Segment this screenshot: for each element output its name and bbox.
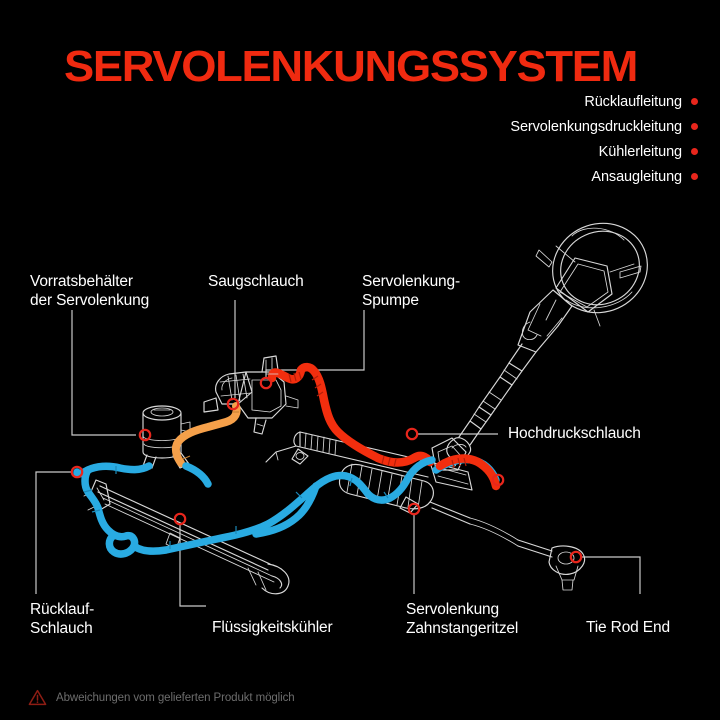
leader-fluid-cooler <box>179 525 206 607</box>
marker-tie-rod-end <box>569 550 583 564</box>
callout-high-pressure-hose: Hochdruckschlauch <box>508 425 641 442</box>
page-title: SERVOLENKUNGSSYSTEM <box>64 42 638 91</box>
legend-item-suction-line: Ansaugleitung <box>278 165 698 188</box>
marker-return-hose <box>70 465 84 479</box>
footer-disclaimer: Abweichungen vom gelieferten Produkt mög… <box>28 689 295 706</box>
footer-text: Abweichungen vom gelieferten Produkt mög… <box>56 691 295 704</box>
callout-rack-pinion: Servolenkung Zahnstangeritzel <box>406 601 519 637</box>
legend-item-label: Rücklaufleitung <box>584 93 682 110</box>
legend-dot-icon <box>691 173 698 180</box>
legend-dot-icon <box>691 123 698 130</box>
callout-reservoir: Vorratsbehälter der Servolenkung <box>30 273 150 309</box>
warning-triangle-icon <box>28 689 47 706</box>
marker-rack-pinion <box>407 502 421 516</box>
callout-tie-rod-end: Tie Rod End <box>586 619 670 636</box>
high-pressure-hose-red <box>265 362 435 468</box>
callout-fluid-cooler: Flüssigkeitskühler <box>212 619 333 636</box>
marker-suction-hose <box>226 397 240 411</box>
marker-high-pressure-hose <box>405 427 419 441</box>
legend-dot-icon <box>691 98 698 105</box>
legend-item-pressure-line: Servolenkungsdruckleitung <box>278 115 698 138</box>
callout-suction-hose: Saugschlauch <box>208 273 304 290</box>
legend-item-cooler-line: Kühlerleitung <box>278 140 698 163</box>
leader-reservoir <box>71 310 136 436</box>
legend-item-label: Kühlerleitung <box>598 143 682 160</box>
marker-reservoir <box>138 428 152 442</box>
legend-item-label: Ansaugleitung <box>591 168 682 185</box>
marker-pump <box>259 376 273 390</box>
legend-item-return-line: Rücklaufleitung <box>278 90 698 113</box>
callout-return-hose: Rücklauf- Schlauch <box>30 601 95 637</box>
suction-hose-orange <box>171 402 241 467</box>
leader-tie-rod-end <box>582 556 641 594</box>
legend-dot-icon <box>691 148 698 155</box>
steering-wheel-and-column <box>446 222 648 461</box>
power-steering-pump <box>203 355 299 435</box>
callout-pump: Servolenkung- Spumpe <box>362 273 460 309</box>
leader-return-hose <box>35 471 71 594</box>
marker-fluid-cooler <box>173 512 187 526</box>
legend: Rücklaufleitung Servolenkungsdruckleitun… <box>278 90 698 190</box>
legend-item-label: Servolenkungsdruckleitung <box>510 118 682 135</box>
callout-markers <box>70 376 583 564</box>
marker-rack-port <box>491 473 505 487</box>
fluid-cooler <box>83 479 290 595</box>
